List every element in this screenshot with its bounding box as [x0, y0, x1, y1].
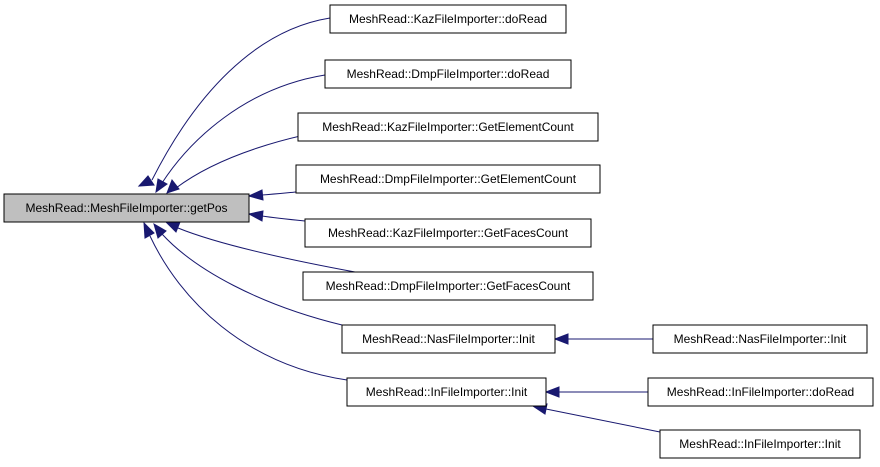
- node-nas-init-caller-label: MeshRead::NasFileImporter::Init: [674, 332, 847, 346]
- node-kaz-getfacescount-label: MeshRead::KazFileImporter::GetFacesCount: [328, 226, 569, 240]
- node-dmp-doread-box: [324, 59, 572, 89]
- node-in-init-caller[interactable]: MeshRead::InFileImporter::Init: [659, 429, 861, 459]
- node-nas-init-box: [341, 324, 556, 354]
- edge-nas-init-to-getpos: [153, 222, 343, 326]
- node-nas-init[interactable]: MeshRead::NasFileImporter::Init: [341, 324, 556, 354]
- node-kaz-getelementcount-box: [297, 112, 599, 142]
- node-dmp-getfacescount-label: MeshRead::DmpFileImporter::GetFacesCount: [326, 279, 571, 293]
- nodes-layer: MeshRead::MeshFileImporter::getPos MeshR…: [3, 4, 874, 459]
- edge-dmp-doread-to-getpos: [155, 74, 326, 194]
- node-kaz-getfacescount[interactable]: MeshRead::KazFileImporter::GetFacesCount: [304, 218, 592, 248]
- node-dmp-getfacescount[interactable]: MeshRead::DmpFileImporter::GetFacesCount: [302, 271, 594, 301]
- node-nas-init-caller-box: [652, 324, 868, 354]
- node-kaz-doread[interactable]: MeshRead::KazFileImporter::doRead: [329, 4, 567, 34]
- node-dmp-getelementcount-label: MeshRead::DmpFileImporter::GetElementCou…: [320, 172, 577, 186]
- edge-kaz-getfacescount-to-getpos: [247, 210, 306, 222]
- node-dmp-getelementcount-box: [295, 164, 601, 194]
- node-kaz-getelementcount-label: MeshRead::KazFileImporter::GetElementCou…: [322, 120, 574, 134]
- edge-kaz-doread-to-getpos: [137, 17, 331, 187]
- edge-in-doread-to-in-init: [544, 386, 648, 398]
- node-dmp-getfacescount-box: [302, 271, 594, 301]
- node-kaz-doread-label: MeshRead::KazFileImporter::doRead: [349, 12, 547, 26]
- node-in-init-box: [346, 377, 547, 407]
- node-in-init[interactable]: MeshRead::InFileImporter::Init: [346, 377, 547, 407]
- node-dmp-doread-label: MeshRead::DmpFileImporter::doRead: [347, 67, 550, 81]
- edge-dmp-getelementcount-to-getpos: [247, 189, 297, 201]
- edge-nas-init-caller-to-nas-init: [553, 333, 653, 345]
- node-dmp-getelementcount[interactable]: MeshRead::DmpFileImporter::GetElementCou…: [295, 164, 601, 194]
- node-kaz-getfacescount-box: [304, 218, 592, 248]
- node-in-doread-box: [647, 377, 874, 407]
- node-getpos-box: [3, 193, 250, 223]
- edge-in-init-caller-to-in-init: [531, 403, 661, 433]
- node-in-doread-label: MeshRead::InFileImporter::doRead: [667, 385, 854, 399]
- node-kaz-getelementcount[interactable]: MeshRead::KazFileImporter::GetElementCou…: [297, 112, 599, 142]
- node-getpos-label: MeshRead::MeshFileImporter::getPos: [25, 201, 227, 215]
- node-getpos[interactable]: MeshRead::MeshFileImporter::getPos: [3, 193, 250, 223]
- node-dmp-doread[interactable]: MeshRead::DmpFileImporter::doRead: [324, 59, 572, 89]
- node-in-doread[interactable]: MeshRead::InFileImporter::doRead: [647, 377, 874, 407]
- edges-layer: [137, 17, 661, 433]
- node-in-init-caller-box: [659, 429, 861, 459]
- node-kaz-doread-box: [329, 4, 567, 34]
- node-in-init-label: MeshRead::InFileImporter::Init: [366, 385, 528, 399]
- edge-in-init-to-getpos: [143, 221, 348, 381]
- node-nas-init-caller[interactable]: MeshRead::NasFileImporter::Init: [652, 324, 868, 354]
- node-nas-init-label: MeshRead::NasFileImporter::Init: [362, 332, 535, 346]
- node-in-init-caller-label: MeshRead::InFileImporter::Init: [679, 437, 841, 451]
